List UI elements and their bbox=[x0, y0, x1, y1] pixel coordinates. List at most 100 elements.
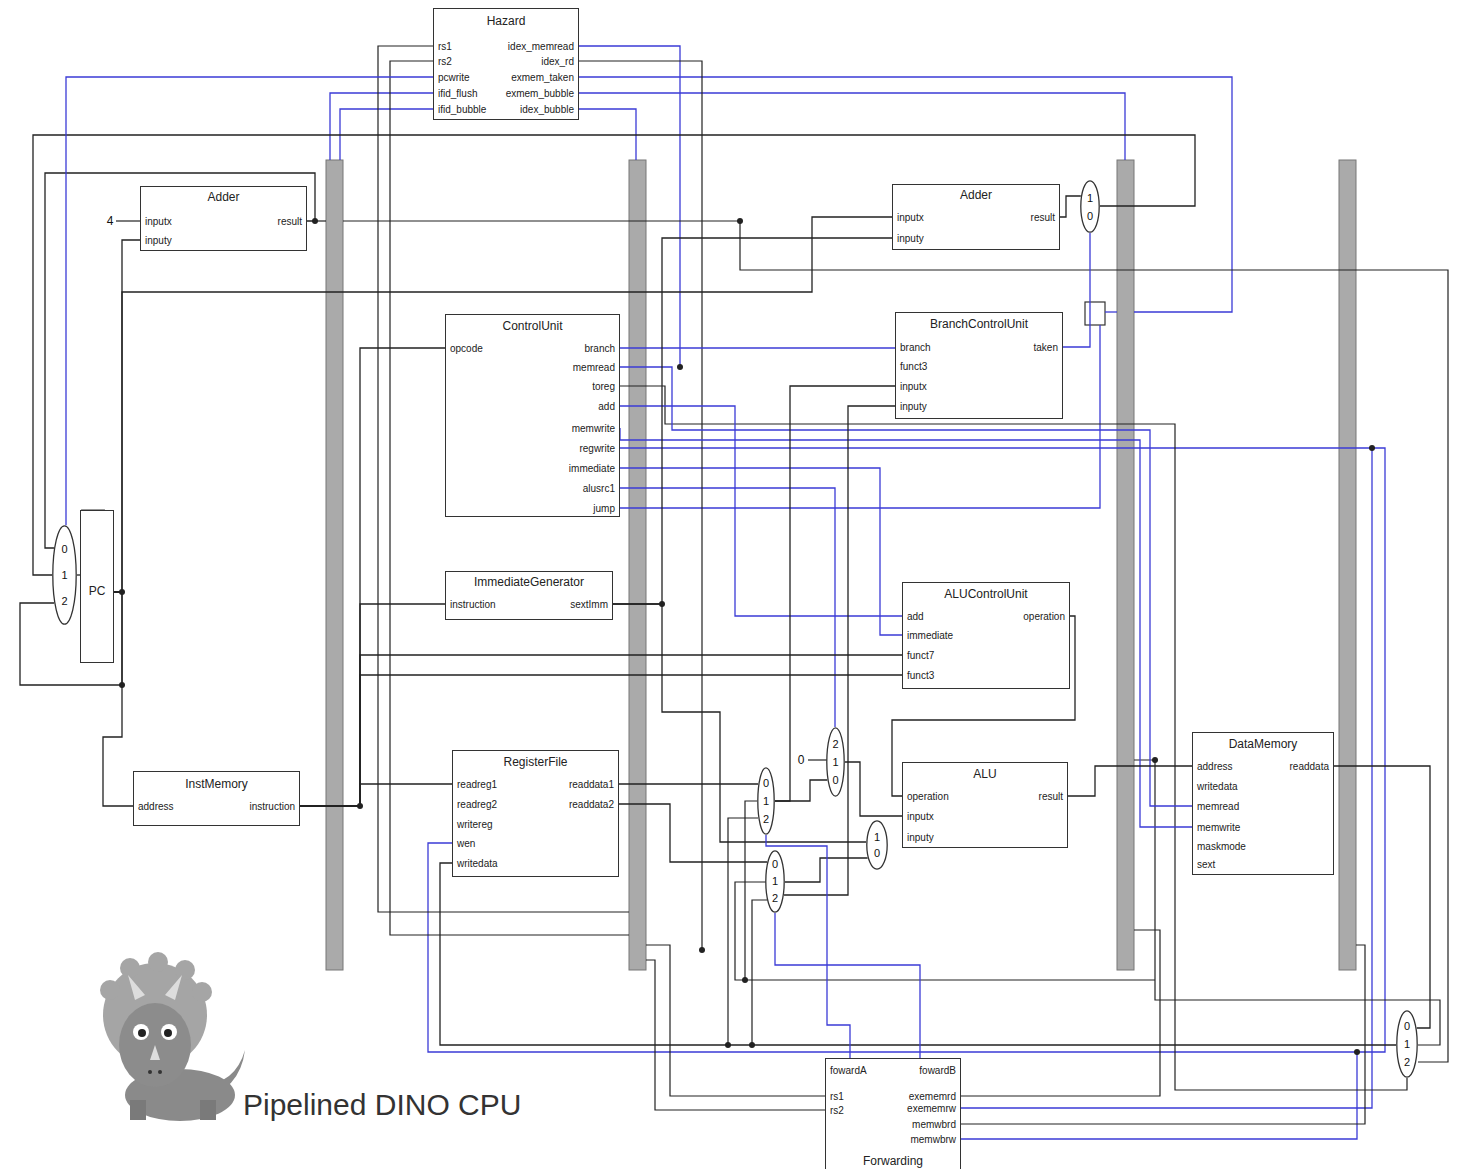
component-box: InstMemoryaddressinstruction bbox=[133, 771, 300, 826]
mux-ellipse bbox=[1397, 1011, 1417, 1077]
component-name: ALU bbox=[903, 767, 1067, 781]
signal-wire bbox=[784, 406, 895, 895]
datapath-stroke bbox=[164, 1029, 172, 1037]
component-box: BranchControlUnitbranchfunct3inputxinput… bbox=[895, 312, 1063, 419]
datapath-stroke bbox=[175, 960, 195, 980]
datapath-stroke bbox=[699, 947, 705, 953]
mux-ellipse bbox=[827, 728, 844, 796]
datapath-stroke bbox=[120, 958, 140, 978]
datapath-stroke bbox=[752, 900, 767, 1045]
port-name: idex_bubble bbox=[520, 104, 574, 116]
port-name: exmem_bubble bbox=[506, 88, 574, 100]
port-name: memread bbox=[1197, 801, 1239, 813]
port-name: readreg2 bbox=[457, 799, 497, 811]
mux-ellipse bbox=[766, 851, 784, 912]
constant-value: 0 bbox=[797, 753, 806, 767]
datapath-stroke bbox=[612, 386, 1407, 1090]
signal-wire bbox=[620, 347, 895, 348]
mux-input-numbers: 2 1 0 bbox=[832, 735, 840, 789]
signal-wire bbox=[1060, 196, 1081, 217]
component-box: DataMemoryaddresswritedatamemreadmemwrit… bbox=[1192, 732, 1334, 875]
datapath-stroke bbox=[148, 1070, 152, 1074]
datapath-stroke bbox=[116, 46, 1448, 1124]
signal-wire bbox=[845, 762, 902, 816]
port-name: inputx bbox=[145, 216, 172, 228]
port-name: inputy bbox=[897, 233, 924, 245]
signal-wire bbox=[114, 240, 140, 592]
port-name: funct7 bbox=[907, 650, 934, 662]
port-name: wen bbox=[457, 838, 475, 850]
port-name: maskmode bbox=[1197, 841, 1246, 853]
mux-input-numbers: 0 1 2 bbox=[762, 774, 770, 828]
datapath-stroke bbox=[953, 945, 1365, 1124]
port-name: instruction bbox=[249, 801, 295, 813]
datapath-stroke bbox=[130, 1100, 146, 1120]
port-name: exememrd bbox=[909, 1091, 956, 1103]
datapath-stroke bbox=[737, 218, 743, 224]
datapath-stroke bbox=[161, 1024, 177, 1040]
port-name: branch bbox=[584, 343, 615, 355]
datapath-stroke bbox=[343, 221, 1448, 1062]
port-name: memwrite bbox=[572, 423, 615, 435]
port-name: readreg1 bbox=[457, 779, 497, 791]
port-name: inputy bbox=[145, 235, 172, 247]
datapath-stroke bbox=[148, 952, 168, 972]
signal-wire bbox=[619, 804, 767, 862]
port-name: fowardA bbox=[830, 1065, 867, 1077]
component-name: ControlUnit bbox=[446, 319, 619, 333]
mux-oval: 2 1 0 bbox=[826, 727, 845, 797]
component-name: PC bbox=[81, 584, 113, 598]
signal-wire bbox=[619, 783, 758, 784]
mux-input-numbers: 0 1 2 bbox=[1403, 1017, 1411, 1071]
port-name: inputy bbox=[900, 401, 927, 413]
datapath-stroke bbox=[571, 77, 1232, 312]
mux-input-numbers: 0 1 2 bbox=[61, 536, 69, 614]
port-name: operation bbox=[907, 791, 949, 803]
port-name: sextImm bbox=[570, 599, 608, 611]
mux-outline bbox=[866, 820, 888, 870]
port-name: branch bbox=[900, 342, 931, 354]
datapath-stroke bbox=[200, 1100, 216, 1120]
signal-wire bbox=[775, 386, 895, 801]
datapath-stroke bbox=[119, 218, 1375, 1055]
mux-oval: 0 1 2 bbox=[52, 525, 77, 625]
port-name: readdata bbox=[1290, 761, 1329, 773]
datapath-stroke bbox=[571, 93, 1125, 160]
port-name: writedata bbox=[1197, 781, 1238, 793]
port-name: sext bbox=[1197, 859, 1215, 871]
datapath-stroke bbox=[1152, 757, 1158, 763]
datapath-stroke bbox=[629, 160, 646, 970]
datapath-stroke bbox=[742, 977, 748, 983]
datapath-stroke bbox=[378, 46, 629, 912]
port-name: add bbox=[907, 611, 924, 623]
port-name: inputx bbox=[907, 811, 934, 823]
port-name: exmem_taken bbox=[511, 72, 574, 84]
port-name: result bbox=[1039, 791, 1063, 803]
signal-wire bbox=[775, 780, 827, 801]
port-name: fowardB bbox=[919, 1065, 956, 1077]
signal-wire bbox=[300, 675, 902, 806]
port-name: immediate bbox=[907, 630, 953, 642]
port-name: inputx bbox=[900, 381, 927, 393]
datapath-stroke bbox=[330, 93, 433, 160]
port-name: writedata bbox=[457, 858, 498, 870]
component-name: Adder bbox=[893, 188, 1059, 202]
datapath-stroke bbox=[116, 220, 140, 221]
datapath-stroke bbox=[1339, 160, 1356, 970]
port-name: funct3 bbox=[900, 361, 927, 373]
mux-ellipse bbox=[1081, 181, 1099, 232]
mux-outline bbox=[1080, 180, 1100, 233]
mux-oval: 0 1 2 bbox=[765, 850, 785, 913]
datapath-stroke bbox=[133, 1024, 149, 1040]
port-name: address bbox=[138, 801, 174, 813]
port-name: idex_memread bbox=[508, 41, 574, 53]
mux-input-numbers: 0 1 2 bbox=[771, 856, 779, 907]
port-name: result bbox=[1031, 212, 1055, 224]
component-name: Hazard bbox=[434, 14, 578, 28]
datapath-stroke bbox=[1369, 445, 1375, 451]
signal-wire bbox=[620, 367, 1192, 806]
datapath-stroke bbox=[326, 160, 343, 970]
port-name: memwbrw bbox=[910, 1134, 956, 1146]
